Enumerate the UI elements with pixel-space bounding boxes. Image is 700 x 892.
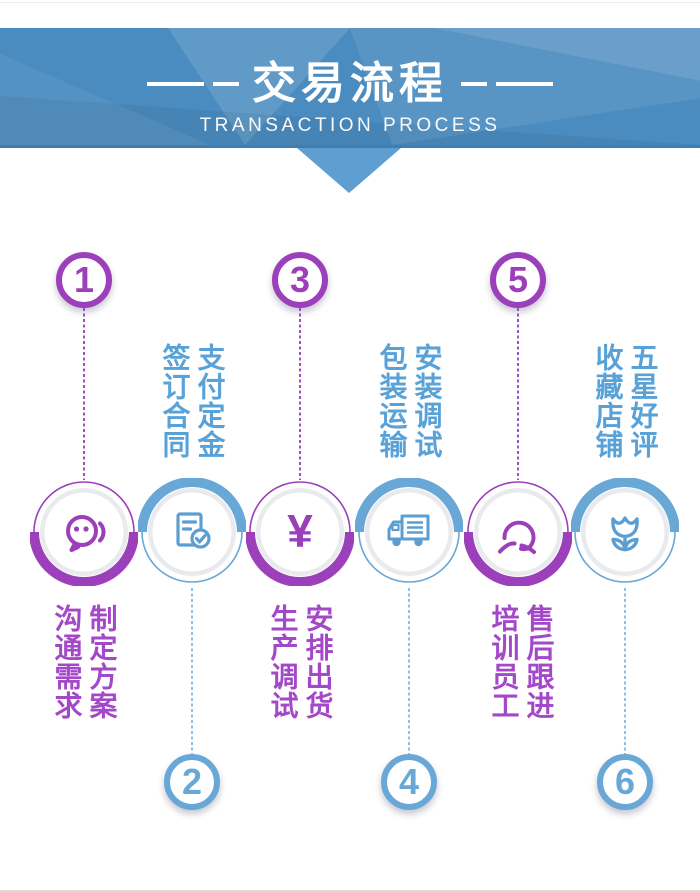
step-3-icon-circle: ¥ (245, 478, 355, 587)
step-4-connector-line (408, 588, 410, 754)
page-subtitle: TRANSACTION PROCESS (199, 115, 501, 137)
step-2-icon-circle (137, 477, 247, 586)
contract-check-icon (137, 477, 247, 583)
step-3-label: 生产调试 安排出货 (267, 604, 334, 720)
delivery-truck-icon (354, 477, 464, 583)
step-4-icon-circle (354, 477, 464, 586)
step-2-label: 签订合同 支付定金 (159, 343, 226, 459)
step-1-icon-circle (29, 478, 139, 587)
step-6-connector-line (624, 588, 626, 754)
step-5-number-badge: 5 (490, 252, 546, 308)
header-banner: 交易流程 TRANSACTION PROCESS (0, 28, 700, 148)
headset-support-icon (463, 481, 573, 587)
chat-bubble-icon (29, 481, 139, 587)
step-5-connector-line (517, 308, 519, 480)
banner-pointer-triangle (297, 148, 401, 193)
step-2-connector-line (191, 588, 193, 754)
step-6-icon-circle (570, 477, 680, 586)
top-divider (0, 2, 700, 3)
step-2-number-badge: 2 (164, 754, 220, 810)
flower-icon (570, 477, 680, 583)
title-rule-left (147, 82, 239, 87)
step-4-number-badge: 4 (381, 754, 437, 810)
step-6-number-badge: 6 (597, 754, 653, 810)
svg-text:¥: ¥ (287, 505, 313, 557)
title-rule-right (461, 82, 553, 87)
bottom-divider (0, 890, 700, 892)
step-3-number-badge: 3 (272, 252, 328, 308)
step-1-number-badge: 1 (56, 252, 112, 308)
page-title: 交易流程 (252, 59, 448, 108)
step-1-connector-line (83, 308, 85, 480)
step-5-icon-circle (463, 478, 573, 587)
step-6-label: 收藏店铺 五星好评 (592, 343, 659, 459)
step-3-connector-line (299, 308, 301, 480)
step-4-label: 包装运输 安装调试 (376, 343, 443, 459)
yuan-sign-icon: ¥ (245, 481, 355, 587)
step-1-label: 沟通需求 制定方案 (51, 604, 118, 720)
step-5-label: 培训员工 售后跟进 (488, 604, 555, 720)
